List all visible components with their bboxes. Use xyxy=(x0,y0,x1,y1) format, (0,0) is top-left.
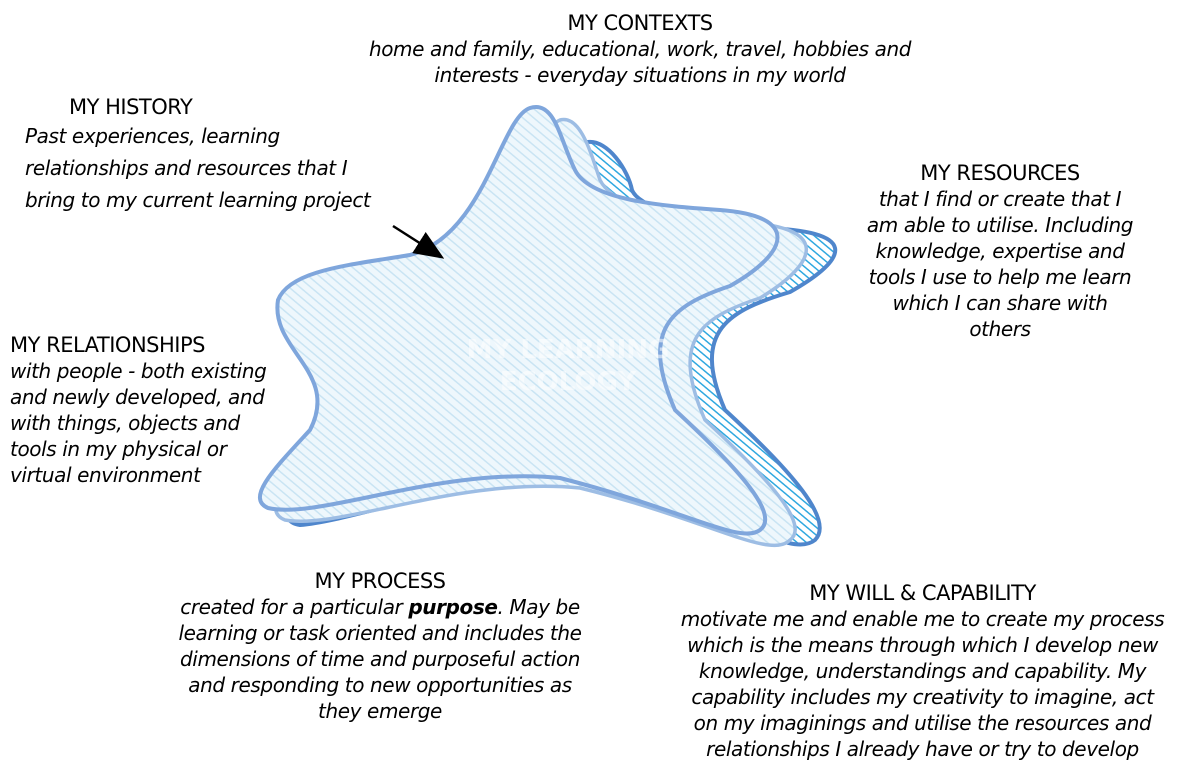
resources-block: MY RESOURCES that I find or create that … xyxy=(845,160,1155,342)
relationships-block: MY RELATIONSHIPS with people - both exis… xyxy=(10,332,310,488)
will-line-6: relationships I already have or try to d… xyxy=(706,737,1139,761)
will-line-5: on my imaginings and utilise the resourc… xyxy=(693,711,1152,735)
process-heading: MY PROCESS xyxy=(314,569,447,593)
process-line-4: and responding to new opportunities as xyxy=(188,673,572,697)
will-line-1: motivate me and enable me to create my p… xyxy=(680,607,1165,631)
resources-heading: MY RESOURCES xyxy=(920,161,1080,185)
will-line-4: capability includes my creativity to ima… xyxy=(691,685,1154,709)
process-line-2: learning or task oriented and includes t… xyxy=(178,621,582,645)
history-line-3: bring to my current learning project xyxy=(25,188,371,212)
relationships-line-1: with people - both existing xyxy=(10,359,267,383)
history-line-2: relationships and resources that I xyxy=(25,156,348,180)
process-line-5: they emerge xyxy=(318,699,442,723)
process-line-1: created for a particular purpose. May be xyxy=(150,594,610,620)
star-shape-front xyxy=(258,104,780,536)
resources-line-1: that I find or create that I xyxy=(878,187,1122,211)
contexts-block: MY CONTEXTS home and family, educational… xyxy=(320,10,960,88)
center-label-line1: MY LEARNING xyxy=(467,335,670,365)
contexts-line-2: interests - everyday situations in my wo… xyxy=(434,63,846,87)
history-line-1: Past experiences, learning xyxy=(25,124,280,148)
relationships-line-4: tools in my physical or xyxy=(10,437,227,461)
resources-line-5: which I can share with xyxy=(892,291,1108,315)
process-line-1-end: . May be xyxy=(497,595,581,619)
resources-line-4: tools I use to help me learn xyxy=(868,265,1132,289)
process-block: MY PROCESS created for a particular purp… xyxy=(150,568,610,724)
process-purpose-emphasis: purpose xyxy=(408,595,498,619)
center-label-line2: ECOLOGY xyxy=(500,367,637,397)
contexts-line-1: home and family, educational, work, trav… xyxy=(368,37,912,61)
process-line-3: dimensions of time and purposeful action xyxy=(180,647,580,671)
resources-line-3: knowledge, expertise and xyxy=(875,239,1125,263)
resources-line-6: others xyxy=(969,317,1031,341)
history-heading: MY HISTORY xyxy=(69,95,193,119)
relationships-line-2: and newly developed, and xyxy=(10,385,265,409)
relationships-heading: MY RELATIONSHIPS xyxy=(10,333,205,357)
relationships-line-5: virtual environment xyxy=(10,463,201,487)
history-pointer-arrow xyxy=(392,224,445,259)
process-line-1-start: created for a particular xyxy=(180,595,409,619)
will-line-3: knowledge, understandings and capability… xyxy=(698,659,1147,683)
relationships-line-3: with things, objects and xyxy=(10,411,240,435)
will-block: MY WILL & CAPABILITY motivate me and ena… xyxy=(655,580,1190,762)
will-heading: MY WILL & CAPABILITY xyxy=(809,581,1036,605)
will-line-2: which is the means through which I devel… xyxy=(687,633,1158,657)
contexts-heading: MY CONTEXTS xyxy=(567,11,713,35)
resources-line-2: am able to utilise. Including xyxy=(866,213,1134,237)
history-block: MY HISTORY Past experiences, learning re… xyxy=(25,94,425,216)
